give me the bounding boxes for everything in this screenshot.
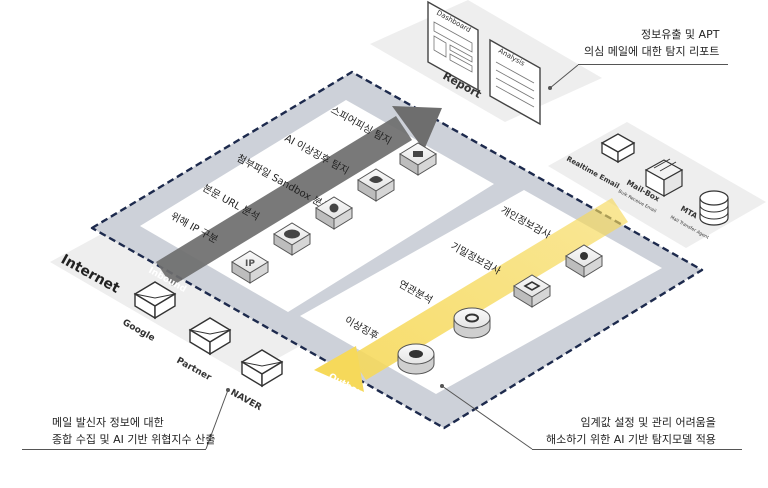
alert-icon xyxy=(409,350,423,358)
report-callout-line-2: 의심 메일에 대한 탐지 리포트 xyxy=(584,45,720,58)
outbound-flow-arrow: Outbound xyxy=(314,198,628,405)
mailbox-icon xyxy=(644,158,684,198)
outbound-items xyxy=(397,244,603,375)
analysis-document: Analysis xyxy=(489,38,541,126)
sender-callout: 메일 발신자 정보에 대한 종합 수집 및 AI 기반 위협지수 산출 xyxy=(52,414,215,448)
envelope-icon xyxy=(188,317,232,356)
spear-phishing-key xyxy=(399,142,437,176)
sender-callout-line-1: 메일 발신자 정보에 대한 xyxy=(52,416,164,429)
ai-anomaly-key xyxy=(357,168,395,202)
inbound-keys: IP xyxy=(231,142,437,284)
threshold-callout: 임계값 설정 및 관리 어려움을 해소하기 위한 AI 기반 탐지모델 적용 xyxy=(546,414,716,448)
ip-key: IP xyxy=(231,250,269,284)
anomaly-cylinder xyxy=(397,343,435,375)
envelope-icon xyxy=(600,133,636,164)
confidential-key xyxy=(513,274,551,308)
envelope-icon xyxy=(133,281,177,320)
sandbox-key xyxy=(315,196,353,230)
user-icon xyxy=(580,252,588,260)
report-callout-line-1: 정보유출 및 APT xyxy=(640,28,720,41)
attachment-icon xyxy=(329,203,339,213)
personal-info-key xyxy=(565,244,603,278)
envelope-icon xyxy=(240,349,284,388)
report-area: Dashboard Analysis Report xyxy=(370,0,602,126)
url-key xyxy=(273,222,311,256)
folder-icon xyxy=(523,281,541,291)
threshold-callout-line-1: 임계값 설정 및 관리 어려움을 xyxy=(580,416,716,429)
database-icon xyxy=(699,190,729,226)
sender-callout-line-2: 종합 수집 및 AI 기반 위협지수 산출 xyxy=(52,433,216,446)
report-callout: 정보유출 및 APT 의심 메일에 대한 탐지 리포트 xyxy=(584,26,719,60)
correlation-cylinder xyxy=(453,307,491,339)
fish-hook-icon xyxy=(413,151,423,157)
ip-key-icon: IP xyxy=(245,259,255,269)
threshold-callout-line-2: 해소하기 위한 AI 기반 탐지모델 적용 xyxy=(546,433,716,446)
link-icon xyxy=(284,229,300,239)
search-icon xyxy=(465,313,479,323)
ai-brain-icon xyxy=(369,176,383,183)
